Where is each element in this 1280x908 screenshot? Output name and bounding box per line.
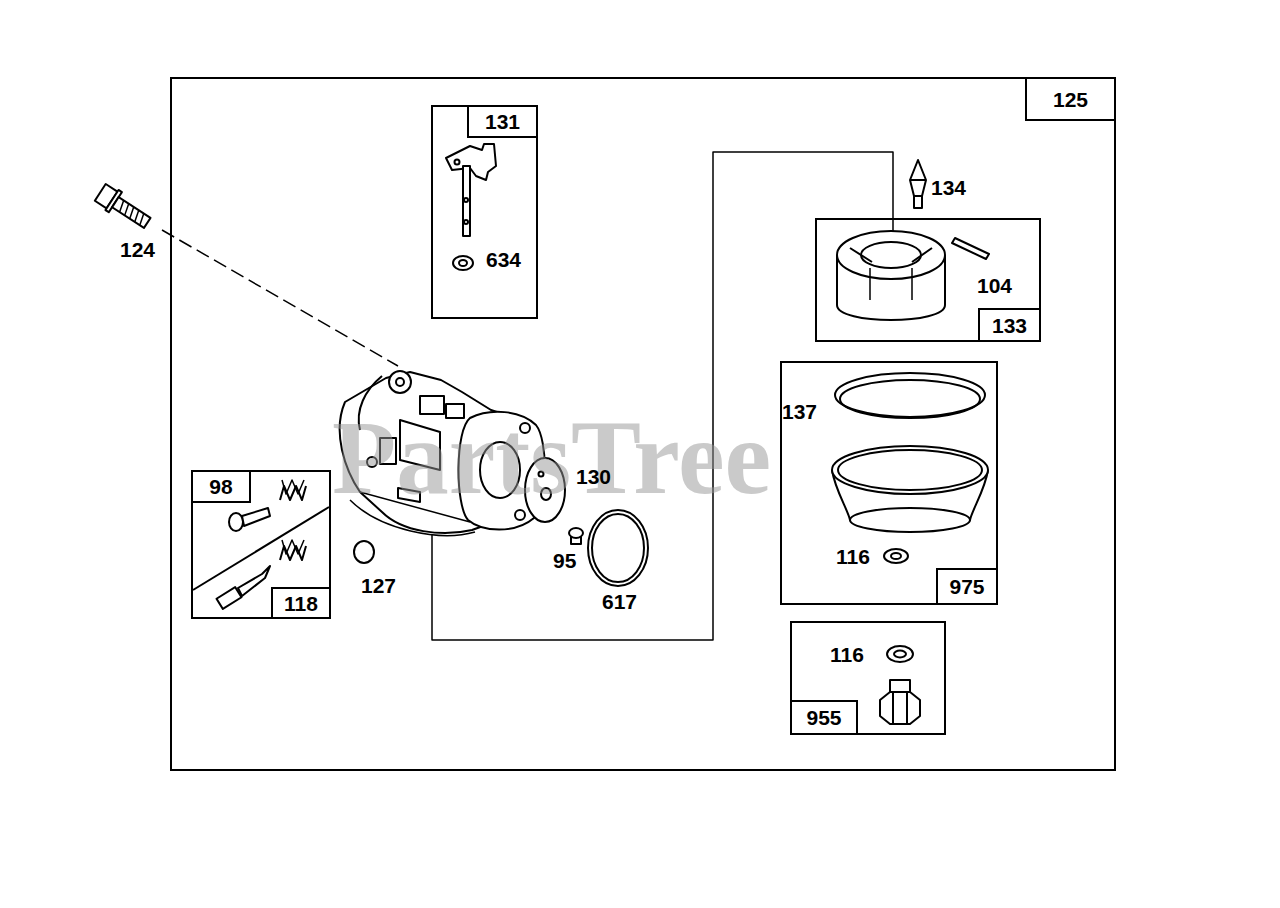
callout-number: 137	[782, 401, 817, 422]
group-number-tab: 133	[978, 308, 1041, 342]
callout-number: 634	[486, 249, 521, 270]
screw-95	[569, 528, 583, 544]
screw-98	[229, 508, 270, 531]
washer-116	[887, 646, 913, 662]
part-group-box: 98 118	[191, 470, 331, 619]
callout-number: 134	[931, 177, 966, 198]
watermark: PartsTree	[332, 405, 771, 510]
callout-number: 127	[361, 575, 396, 596]
needle-134	[910, 160, 926, 208]
plug-127	[354, 541, 374, 563]
o-ring-617	[588, 510, 648, 586]
group-number-tab: 98	[191, 470, 251, 503]
bowl-nut-955	[880, 680, 920, 724]
washer-634	[453, 256, 473, 270]
washer-116	[884, 549, 908, 563]
float-133	[837, 231, 945, 320]
needle-screw-118	[216, 566, 270, 609]
screw-124	[94, 182, 154, 233]
pin-104	[952, 238, 989, 259]
callout-number: 116	[836, 546, 870, 567]
part-group-box: 131 634	[431, 105, 538, 319]
callout-number: 104	[977, 275, 1012, 296]
part-group-box: 116 955	[790, 621, 946, 735]
part-group-box: 137 116 975	[780, 361, 998, 605]
group-number-tab: 955	[790, 700, 858, 735]
group-number-tab: 118	[271, 587, 331, 619]
callout-number: 617	[602, 591, 637, 612]
callout-number: 95	[553, 550, 576, 571]
callout-number: 124	[120, 239, 155, 260]
leader-line	[162, 230, 398, 366]
assembly-line	[432, 152, 893, 640]
group-number-tab: 975	[936, 568, 998, 605]
callout-number: 130	[576, 466, 611, 487]
choke-shaft-131	[446, 144, 496, 236]
group-number-tab: 131	[467, 105, 538, 138]
part-group-box: 104 133	[815, 218, 1041, 342]
group-number-tab: 125	[1025, 77, 1116, 121]
bowl-975	[832, 373, 988, 532]
callout-number: 116	[830, 644, 864, 665]
